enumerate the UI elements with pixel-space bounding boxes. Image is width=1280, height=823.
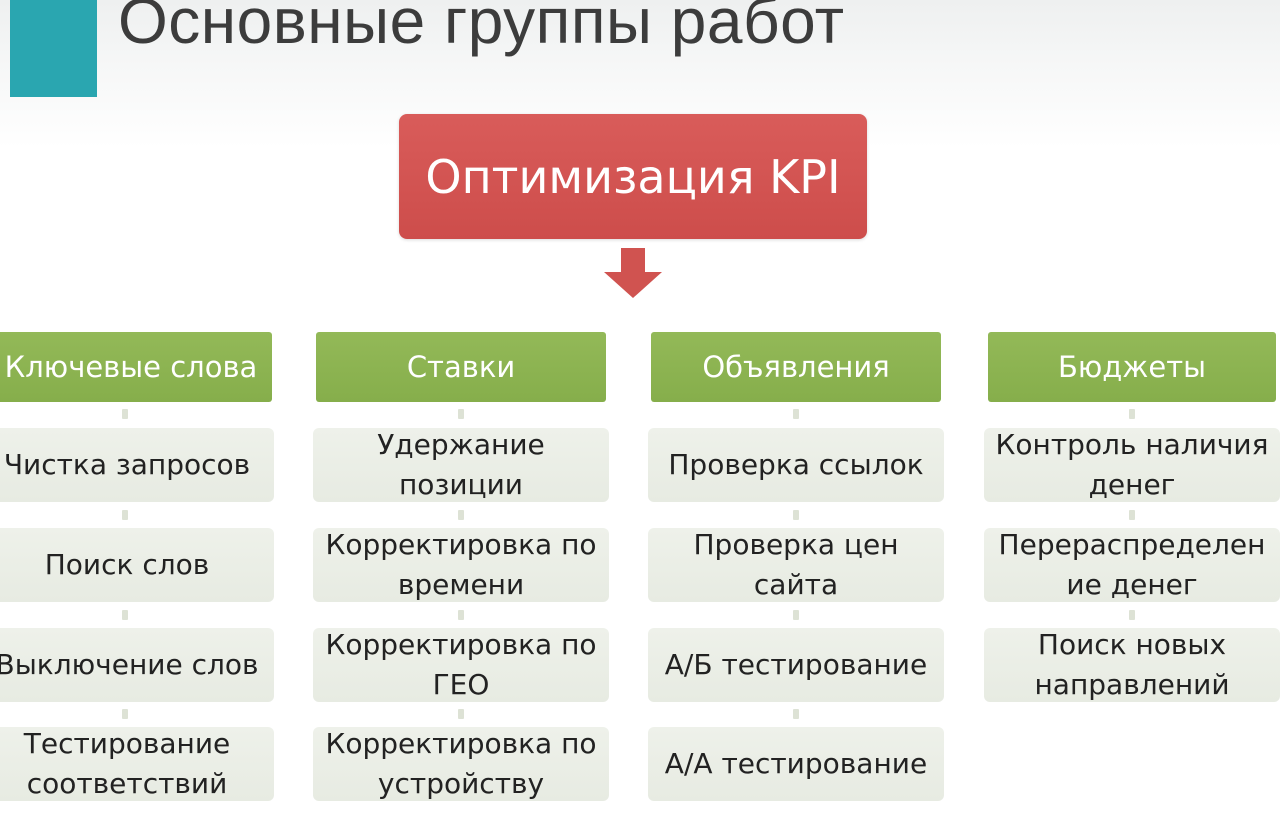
item-ads-3: А/Б тестирование	[648, 628, 944, 702]
header-budgets-label: Бюджеты	[1057, 350, 1207, 384]
connector	[793, 709, 799, 719]
connector	[122, 510, 128, 520]
connector	[458, 709, 464, 719]
item-budgets-2: Перераспределен ие денег	[984, 528, 1280, 602]
item-bids-4: Корректировка по устройству	[313, 727, 609, 801]
slide-title: Основные группы работ	[118, 0, 845, 57]
header-ads: Объявления	[651, 332, 941, 402]
down-arrow-icon	[604, 248, 662, 298]
connector	[793, 409, 799, 419]
connector	[458, 409, 464, 419]
item-bids-3: Корректировка по ГЕО	[313, 628, 609, 702]
item-ads-1: Проверка ссылок	[648, 428, 944, 502]
item-budgets-1: Контроль наличия денег	[984, 428, 1280, 502]
item-bids-1: Удержание позиции	[313, 428, 609, 502]
header-budgets: Бюджеты	[988, 332, 1276, 402]
item-keywords-2: Поиск слов	[0, 528, 274, 602]
header-bids-label: Ставки	[406, 350, 516, 384]
header-bids: Ставки	[316, 332, 606, 402]
connector	[793, 510, 799, 520]
connector	[793, 610, 799, 620]
connector	[1129, 610, 1135, 620]
kpi-box: Оптимизация KPI	[399, 114, 867, 239]
connector	[1129, 409, 1135, 419]
connector	[1129, 510, 1135, 520]
item-keywords-3: Выключение слов	[0, 628, 274, 702]
item-keywords-1: Чистка запросов	[0, 428, 274, 502]
connector	[122, 409, 128, 419]
item-keywords-4: Тестирование соответствий	[0, 727, 274, 801]
item-ads-2: Проверка цен сайта	[648, 528, 944, 602]
connector	[458, 610, 464, 620]
header-keywords-label: Ключевые слова	[4, 350, 258, 384]
item-ads-4: А/А тестирование	[648, 727, 944, 801]
item-bids-2: Корректировка по времени	[313, 528, 609, 602]
title-accent-bar	[10, 0, 97, 97]
item-budgets-3: Поиск новых направлений	[984, 628, 1280, 702]
header-keywords: Ключевые слова	[0, 332, 272, 402]
connector	[122, 709, 128, 719]
connector	[458, 510, 464, 520]
kpi-label: Оптимизация KPI	[425, 149, 841, 204]
connector	[122, 610, 128, 620]
header-ads-label: Объявления	[702, 350, 890, 384]
